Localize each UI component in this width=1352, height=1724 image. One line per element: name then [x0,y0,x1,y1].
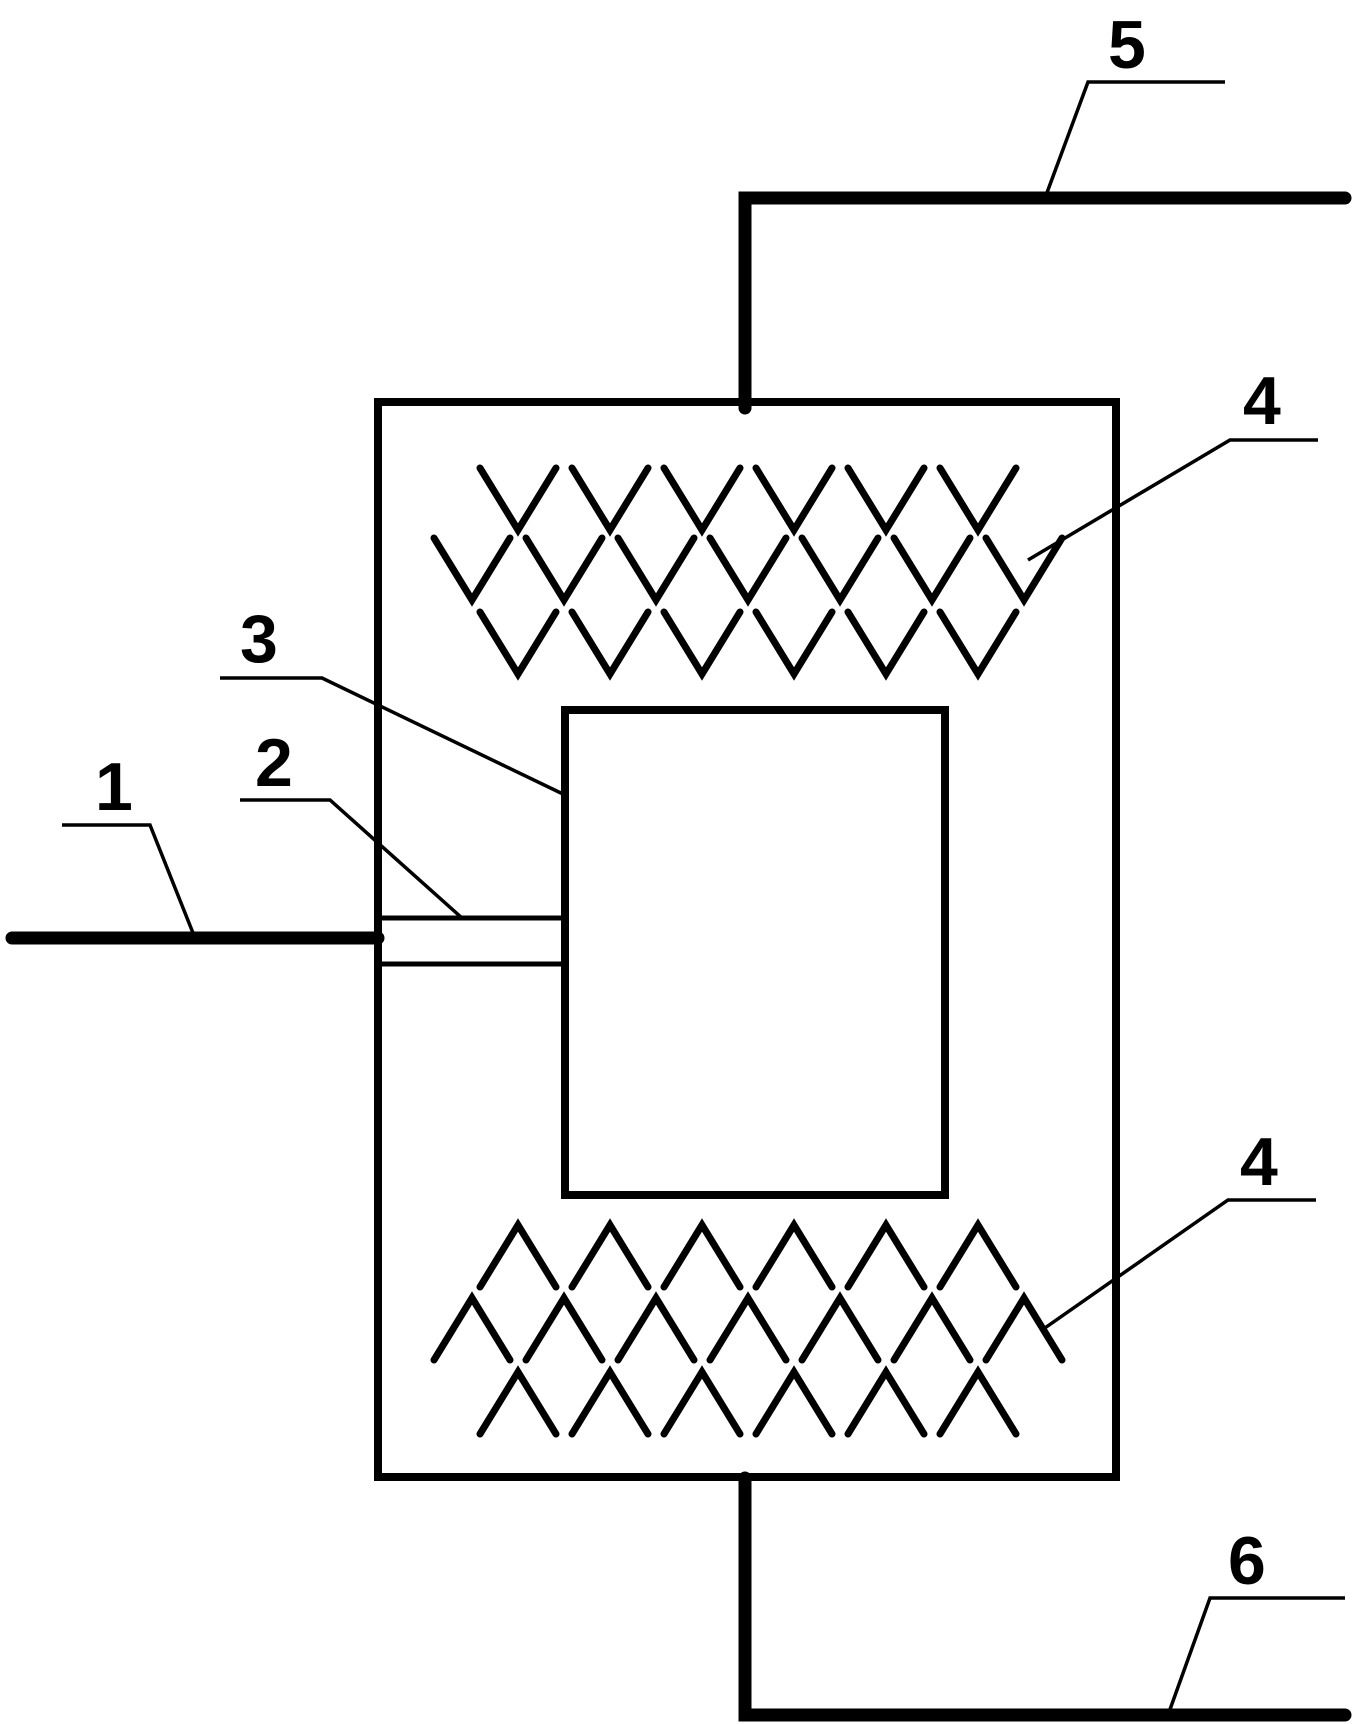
packing-upper-chevron [844,464,928,537]
packing-lower-chevron [476,1218,560,1291]
packing-lower-chevron [522,1291,606,1364]
packing-upper-chevron [752,608,836,681]
packing-upper-chevron [752,464,836,537]
packing-upper-chevron [568,608,652,681]
callout-2: 2 [255,725,293,801]
packing-upper-chevron [430,534,514,607]
packing-upper-chevron [614,534,698,607]
packing-lower-chevron [752,1218,836,1291]
packing-upper-chevron [568,464,652,537]
packing-upper-chevron [660,608,744,681]
callout-1: 1 [95,749,133,825]
leader-line-2 [240,798,464,920]
callout-3: 3 [240,601,278,677]
packing-lower-chevron [614,1291,698,1364]
packing-lower [430,1218,1066,1438]
packing-upper-chevron [936,608,1020,681]
packing-upper-chevron [890,534,974,607]
leader-line-3 [220,676,566,797]
top-outlet-pipe [738,191,1352,415]
packing-upper-chevron [798,534,882,607]
leader-line-5 [1043,80,1225,199]
packing-upper-chevron [844,608,928,681]
packing-upper-chevron [706,534,790,607]
packing-lower-chevron [844,1218,928,1291]
packing-upper-chevron [936,464,1020,537]
packing-upper-chevron [522,534,606,607]
callout-4-upper: 4 [1243,363,1281,439]
leader-line-4-lower [1040,1198,1316,1332]
packing-lower-chevron [706,1291,790,1364]
packing-upper-chevron [982,534,1066,607]
packing-lower-chevron [568,1218,652,1291]
packing-lower-chevron [660,1218,744,1291]
bottom-outlet-pipe [738,1471,1352,1722]
packing-lower-chevron [936,1365,1020,1438]
packing-lower-chevron [798,1291,882,1364]
packing-upper-chevron [660,464,744,537]
packing-lower-chevron [844,1365,928,1438]
packing-lower-chevron [982,1291,1066,1364]
leader-line-1 [62,823,197,939]
packing-upper-chevron [476,464,560,537]
callout-4-lower: 4 [1240,1124,1278,1200]
packing-lower-chevron [476,1365,560,1438]
packing-upper-chevron [476,608,560,681]
callout-6: 6 [1228,1523,1266,1599]
packing-lower-chevron [752,1365,836,1438]
packing-lower-chevron [890,1291,974,1364]
packing-upper [430,464,1066,681]
inner-chamber [561,706,949,1199]
leader-line-4-upper [1027,438,1318,562]
leader-line-6 [1166,1596,1345,1716]
callout-5: 5 [1108,7,1146,83]
packing-lower-chevron [660,1365,744,1438]
packing-lower-chevron [430,1291,514,1364]
packing-lower-chevron [936,1218,1020,1291]
outer-vessel [374,398,1120,1481]
packing-lower-chevron [568,1365,652,1438]
